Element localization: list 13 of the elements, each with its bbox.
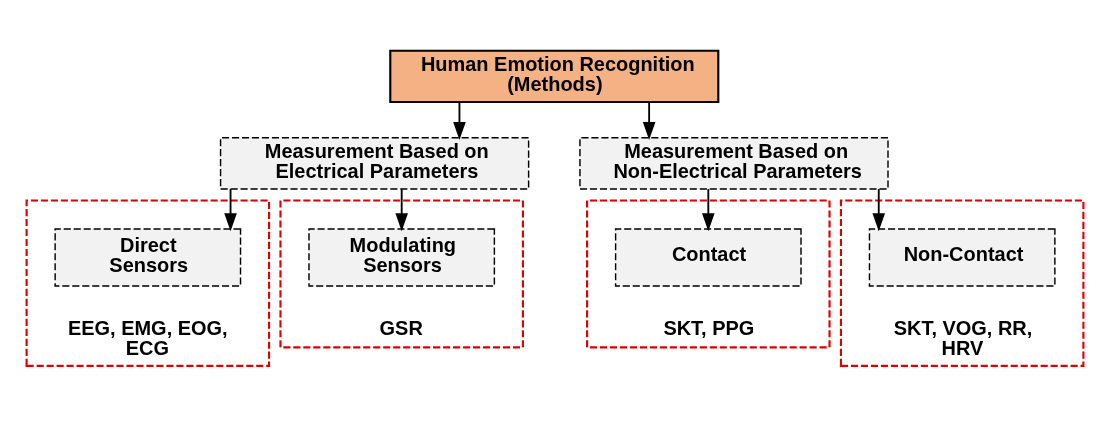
node-box: Human Emotion Recognition (Methods)	[389, 49, 720, 104]
node-box: Measurement Based on Non-Electrical Parameters	[579, 137, 889, 190]
arrow	[453, 101, 466, 141]
node-box: Non-Contact	[868, 228, 1056, 287]
arrow	[702, 188, 715, 232]
arrow	[872, 188, 886, 232]
arrow	[224, 188, 237, 232]
node-box: Measurement Based on Electrical Parameters	[219, 137, 530, 190]
arrow	[642, 101, 656, 141]
node-box: Direct Sensors	[54, 228, 242, 287]
arrow	[395, 188, 408, 232]
node-box: Contact	[614, 228, 802, 287]
node-box: Modulating Sensors	[308, 228, 496, 287]
